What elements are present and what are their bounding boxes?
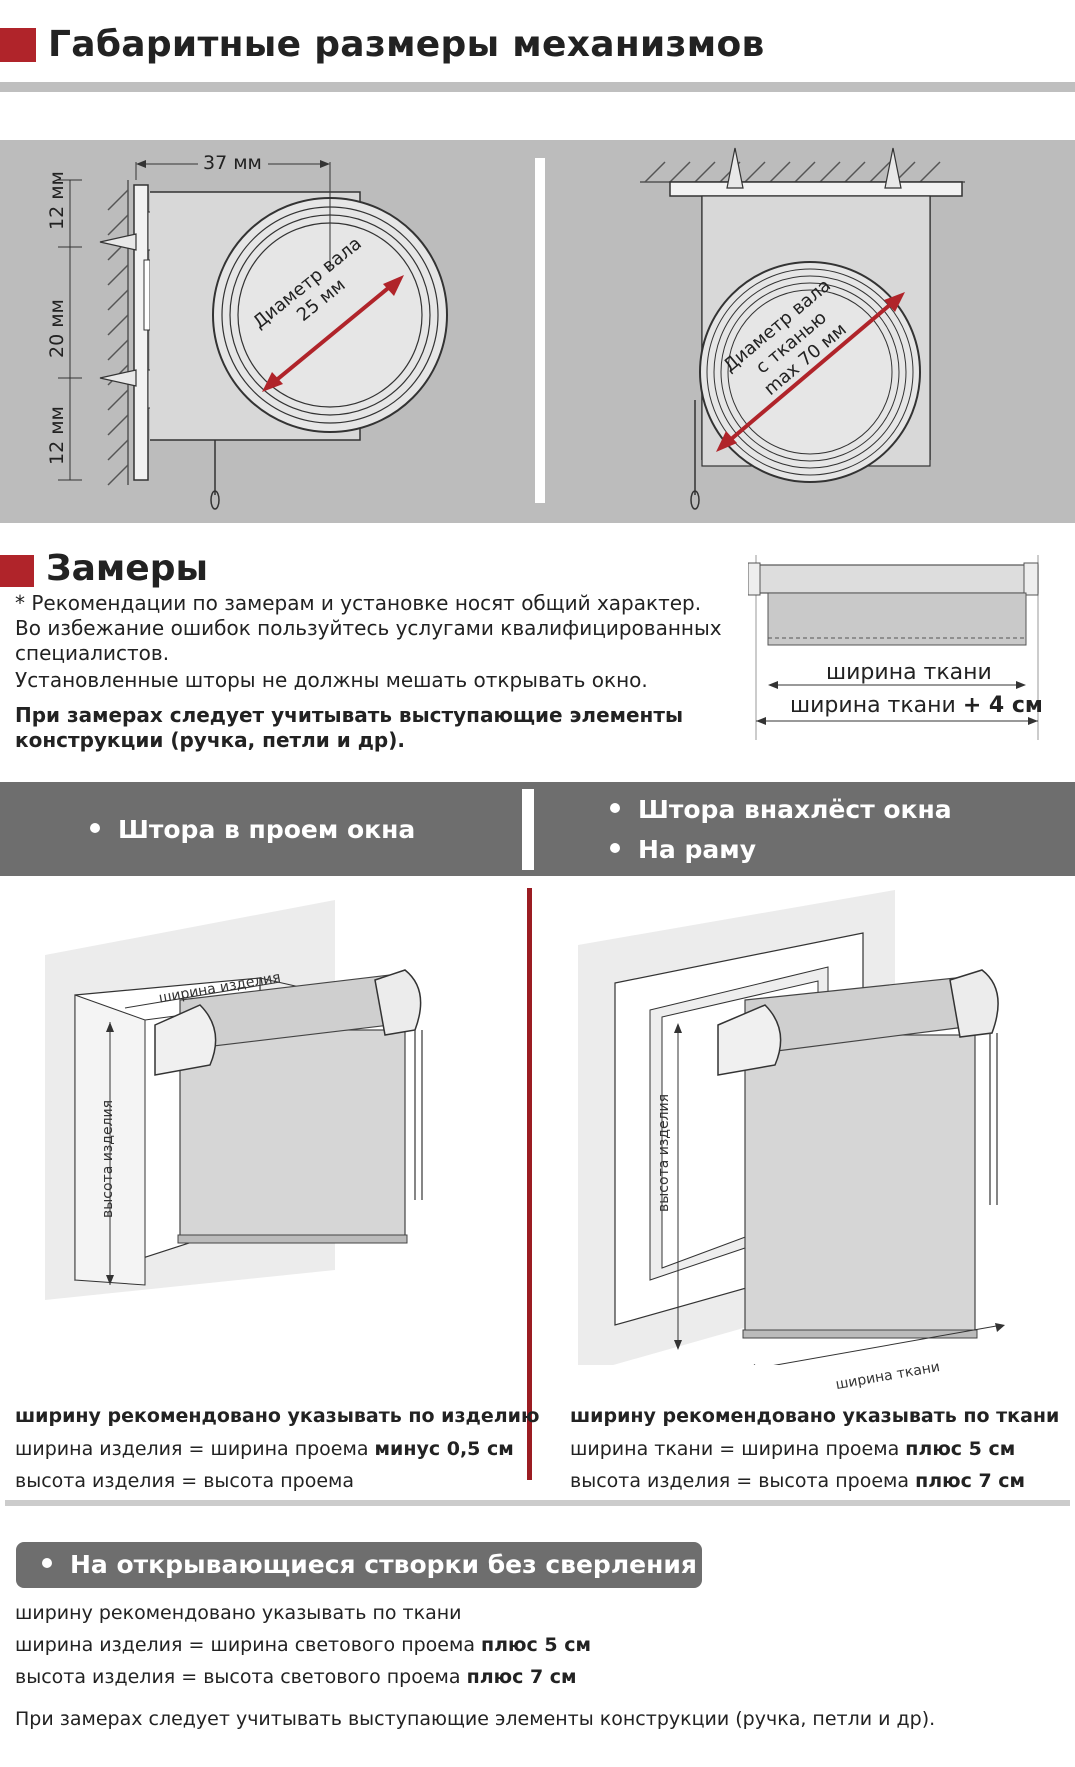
- fabric-panel: [767, 592, 1027, 646]
- header-accent-mark: [0, 28, 36, 62]
- ceiling-plate: [669, 181, 963, 197]
- chain-ring: [210, 490, 220, 510]
- control-chain-right: [989, 1033, 998, 1205]
- fabric-width-label: ширина ткани: [826, 660, 992, 685]
- screw-bottom: [99, 369, 137, 387]
- left-rule-height: высота изделия = высота проема: [15, 1470, 355, 1492]
- installation-types-band: [0, 782, 1075, 876]
- right-rule-height: высота изделия = высота проема плюс 7 см: [570, 1470, 1025, 1492]
- measurements-note-2: Во избежание ошибок пользуйтесь услугами…: [15, 616, 722, 640]
- no-drill-line-2: ширина изделия = ширина светового проема…: [15, 1634, 591, 1656]
- schemes-bottom-divider: [5, 1500, 1070, 1506]
- schemes-divider: [527, 888, 532, 1480]
- no-drill-line-3: высота изделия = высота светового проема…: [15, 1666, 577, 1688]
- no-drill-heading: На открывающиеся створки без сверления: [16, 1542, 702, 1588]
- no-drill-footer: При замерах следует учитывать выступающи…: [15, 1708, 936, 1730]
- no-drill-line-3-prefix: высота изделия = высота светового проема: [15, 1666, 461, 1688]
- type-on-frame: На раму: [610, 835, 756, 864]
- measurements-note-3: специалистов.: [15, 641, 170, 665]
- ceiling-screw-left: [726, 147, 744, 189]
- no-drill-title: На открывающиеся створки без сверления: [70, 1550, 697, 1579]
- fabric-width-plus-suffix: + 4 см: [962, 693, 1043, 718]
- shaft-diameter-arrow: [266, 278, 400, 389]
- fabric-width-diagram: [748, 555, 1039, 740]
- mounting-plate: [133, 184, 149, 481]
- bracket-left-right: [717, 1004, 782, 1076]
- bracket-left: [154, 1004, 217, 1076]
- roller-blind-fabric-right: [744, 1034, 976, 1336]
- measurements-warning-2: конструкции (ручка, петли и др).: [15, 728, 405, 752]
- page-title: Габаритные размеры механизмов: [48, 24, 765, 65]
- measurements-title: Замеры: [46, 548, 209, 589]
- bullet-icon: [610, 843, 620, 853]
- left-rule-title: ширину рекомендовано указывать по издели…: [15, 1405, 540, 1427]
- measurements-warning-1: При замерах следует учитывать выступающи…: [15, 703, 684, 727]
- dim-width-label: 37 мм: [203, 152, 262, 174]
- roller-blind-fabric: [179, 1029, 406, 1241]
- ceiling-hatch-right: [640, 161, 965, 183]
- measurements-accent-mark: [0, 555, 34, 587]
- right-rule-height-bold: плюс 7 см: [915, 1470, 1026, 1492]
- plate-slot: [143, 259, 151, 331]
- chain-ring-right: [690, 490, 700, 510]
- header-divider: [0, 82, 1075, 92]
- band-separator: [522, 789, 534, 870]
- control-chain: [414, 1030, 423, 1200]
- bullet-icon: [610, 803, 620, 813]
- inside-opening-scheme: [45, 900, 423, 1300]
- right-rule-width: ширина ткани = ширина проема плюс 5 см: [570, 1438, 1015, 1460]
- wall-hatch-left: [107, 180, 129, 486]
- mechanism-dimensions-drawing: [58, 147, 965, 510]
- no-drill-line-1: ширину рекомендовано указывать по ткани: [15, 1602, 462, 1624]
- bracket-right-right: [949, 969, 999, 1038]
- right-rule-width-prefix: ширина ткани = ширина проема: [570, 1438, 900, 1460]
- type-on-frame-label: На раму: [638, 835, 756, 864]
- no-drill-line-2-prefix: ширина изделия = ширина светового проема: [15, 1634, 475, 1656]
- type-overlap-label: Штора внахлёст окна: [638, 795, 952, 824]
- dim-top-gap: 12 мм: [46, 171, 68, 230]
- fabric-width-plus-prefix: ширина ткани: [790, 693, 956, 718]
- ceiling-screw-right: [884, 147, 902, 189]
- no-drill-line-2-bold: плюс 5 см: [481, 1634, 592, 1656]
- fabric-width-plus-label: ширина ткани + 4 см: [790, 693, 1043, 718]
- bracket-right: [374, 969, 422, 1036]
- dimensions-panel: 37 мм 12 мм 20 мм 12 мм Диаметр вала 25 …: [0, 140, 1075, 523]
- right-rule-title: ширину рекомендовано указывать по ткани: [570, 1405, 1060, 1427]
- measurements-note-4: Установленные шторы не должны мешать отк…: [15, 668, 648, 692]
- bullet-icon: [90, 823, 100, 833]
- left-rule-width: ширина изделия = ширина проема минус 0,5…: [15, 1438, 514, 1460]
- bullet-icon: [42, 1558, 52, 1568]
- roll-diameter-arrow: [721, 296, 900, 448]
- type-inside-opening-label: Штора в проем окна: [118, 815, 416, 844]
- screw-top: [99, 233, 137, 251]
- overlap-scheme: [578, 890, 1005, 1365]
- roller-tube: [755, 564, 1039, 594]
- type-overlap: Штора внахлёст окна: [610, 795, 952, 824]
- type-inside-opening: Штора в проем окна: [90, 815, 415, 844]
- right-rule-width-bold: плюс 5 см: [905, 1438, 1016, 1460]
- panel-divider: [535, 158, 545, 503]
- left-height-label: высота изделия: [100, 1099, 116, 1218]
- dim-bottom-gap: 12 мм: [46, 406, 68, 465]
- left-rule-width-prefix: ширина изделия = ширина проема: [15, 1438, 369, 1460]
- left-rule-width-bold: минус 0,5 см: [374, 1438, 514, 1460]
- no-drill-line-3-bold: плюс 7 см: [466, 1666, 577, 1688]
- right-height-label: высота изделия: [656, 1093, 672, 1212]
- measurements-note-1: * Рекомендации по замерам и установке но…: [15, 591, 702, 615]
- dim-middle-gap: 20 мм: [46, 299, 68, 358]
- right-rule-height-prefix: высота изделия = высота проема: [570, 1470, 910, 1492]
